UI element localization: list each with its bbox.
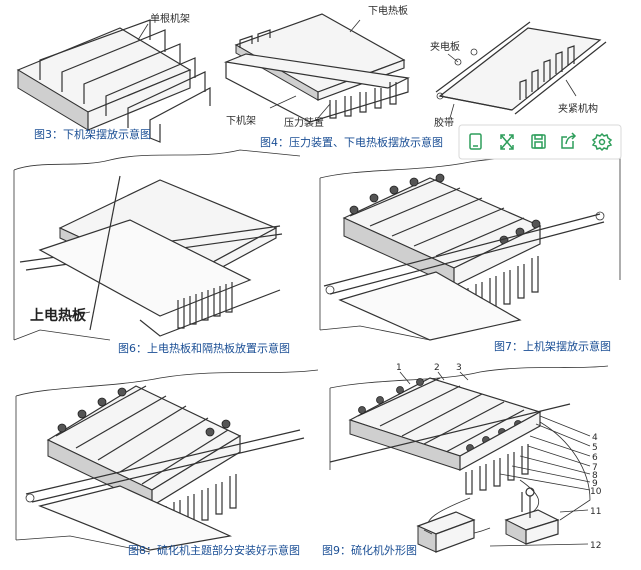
- fig6-upper-plate-drawing: [13, 149, 301, 341]
- floating-toolbar: [458, 124, 622, 160]
- fig7-upper-frame-drawing: [319, 149, 621, 341]
- settings-icon: [591, 132, 613, 152]
- part-number-3: 3: [456, 363, 462, 373]
- label-lower-frame: 下机架: [226, 114, 256, 127]
- part-number-11: 11: [590, 507, 601, 517]
- part-number-4: 4: [592, 433, 598, 443]
- fullscreen-button[interactable]: [492, 127, 522, 157]
- fig8-main-body-drawing: [15, 369, 319, 553]
- tablet-icon: [469, 133, 482, 150]
- caption-fig7: 图7：上机架摆放示意图: [494, 339, 611, 353]
- fig4-pressure-device-drawing: [223, 13, 410, 123]
- label-clamp-plate: 夹电板: [430, 40, 460, 53]
- label-clamp-mechanism: 夹紧机构: [558, 102, 598, 115]
- part-number-12: 12: [590, 541, 601, 551]
- part-number-1: 1: [396, 363, 402, 373]
- caption-fig3: 图3：下机架摆放示意图: [34, 127, 151, 141]
- fig5-clamp-drawing: [435, 21, 607, 119]
- save-button[interactable]: [523, 127, 553, 157]
- part-number-5: 5: [592, 443, 598, 453]
- fig9-vulcanizer-drawing: [329, 365, 609, 553]
- settings-button[interactable]: [585, 127, 619, 157]
- part-number-8: 8: [592, 471, 598, 481]
- caption-fig4: 图4：压力装置、下电热板摆放示意图: [260, 135, 443, 149]
- part-number-9: 9: [592, 479, 598, 489]
- label-single-frame: 单根机架: [150, 12, 190, 25]
- part-number-10: 10: [590, 487, 602, 497]
- caption-fig6: 图6：上电热板和隔热板放置示意图: [118, 341, 290, 355]
- label-belt: 胶带: [434, 116, 454, 129]
- part-number-6: 6: [592, 453, 598, 463]
- label-pressure-device: 压力装置: [284, 116, 324, 129]
- fullscreen-icon: [500, 134, 514, 150]
- part-number-7: 7: [592, 463, 598, 473]
- caption-fig8: 图8：硫化机主题部分安装好示意图: [128, 543, 300, 557]
- tablet-button[interactable]: [461, 127, 491, 157]
- share-button[interactable]: [554, 127, 584, 157]
- label-lower-heating-plate: 下电热板: [368, 4, 408, 17]
- caption-fig9: 图9：硫化机外形图: [322, 543, 417, 557]
- fig9-part-numbers: 1 2 3 4 5 6 7 8 9 10 11 12: [396, 363, 602, 551]
- part-number-2: 2: [434, 363, 440, 373]
- label-upper-heating-plate: 上电热板: [30, 307, 87, 324]
- save-icon: [531, 134, 546, 149]
- fig3-lower-frame-drawing: [16, 19, 211, 143]
- share-icon: [561, 132, 577, 149]
